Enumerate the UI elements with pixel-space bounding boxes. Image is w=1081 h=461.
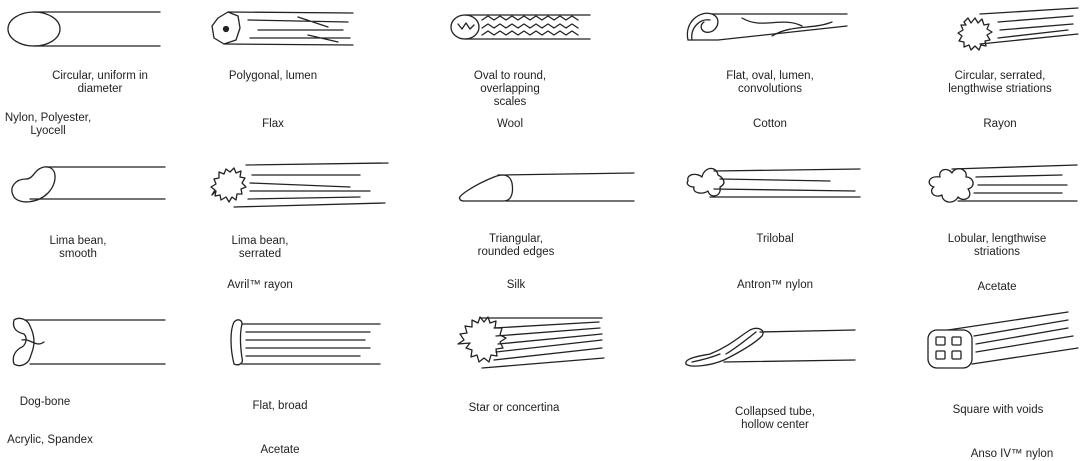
cell-oval: Oval to round, overlapping scales Wool xyxy=(440,0,620,150)
cell-polygonal: Polygonal, lumen Flax xyxy=(178,0,358,150)
description-label: Flat, oval, lumen, convolutions xyxy=(670,70,870,96)
fiber-name-label: Flax xyxy=(173,118,373,131)
fiber-name-label: Cotton xyxy=(670,118,870,131)
cell-star: Star or concertina xyxy=(454,308,634,458)
square-voids-icon xyxy=(918,308,1081,388)
description-label: Triangular, rounded edges xyxy=(416,233,616,259)
cell-lobular: Lobular, lengthwise striations Acetate xyxy=(912,155,1081,305)
description-label: Lima bean, serrated xyxy=(160,235,360,261)
description-label: Circular, uniform in diameter xyxy=(0,70,200,96)
cell-circular-serrated: Circular, serrated, lengthwise striation… xyxy=(918,0,1081,150)
fiber-name-label: Acetate xyxy=(892,281,1081,294)
fiber-name-label: Wool xyxy=(410,118,610,131)
flat-broad-icon xyxy=(220,308,400,378)
cell-dog-bone: Dog-bone Acrylic, Spandex xyxy=(0,308,180,458)
cell-lima-smooth: Lima bean, smooth xyxy=(0,155,180,305)
cell-square-voids: Square with voids Anso IV™ nylon xyxy=(918,308,1081,458)
cell-flat-oval: Flat, oval, lumen, convolutions Cotton xyxy=(682,0,862,150)
description-label: Collapsed tube, hollow center xyxy=(675,406,875,432)
description-label: Star or concertina xyxy=(414,402,614,415)
description-label: Polygonal, lumen xyxy=(173,70,373,83)
cell-circular: Circular, uniform in diameter Nylon, Pol… xyxy=(0,0,180,150)
description-label: Dog-bone xyxy=(0,396,145,409)
lobular-icon xyxy=(912,155,1081,225)
description-label: Flat, broad xyxy=(180,400,380,413)
cell-flat-broad: Flat, broad Acetate xyxy=(220,308,400,458)
fiber-name-label: Acrylic, Spandex xyxy=(0,434,150,447)
fiber-name-label: Acetate xyxy=(180,444,380,457)
description-label: Lima bean, smooth xyxy=(0,235,178,261)
cell-trilobal: Trilobal Antron™ nylon xyxy=(680,155,860,305)
star-concertina-icon xyxy=(454,308,634,388)
description-label: Square with voids xyxy=(888,404,1081,417)
triangular-icon xyxy=(454,155,654,215)
description-label: Oval to round, overlapping scales xyxy=(410,70,610,109)
cell-lima-serrated: Lima bean, serrated Avril™ rayon xyxy=(200,155,380,305)
fiber-name-label: Silk xyxy=(416,279,616,292)
collapsed-tube-icon xyxy=(680,308,880,378)
fiber-name-label: Antron™ nylon xyxy=(675,279,875,292)
serrated-circular-icon xyxy=(918,0,1081,60)
description-label: Circular, serrated, lengthwise striation… xyxy=(890,70,1081,96)
dog-bone-icon xyxy=(0,308,180,378)
cell-collapsed-tube: Collapsed tube, hollow center xyxy=(680,308,860,458)
fiber-name-label: Anso IV™ nylon xyxy=(902,448,1081,461)
description-label: Trilobal xyxy=(675,233,875,246)
fiber-name-label: Nylon, Polyester, Lyocell xyxy=(0,112,148,138)
scaled-oval-icon xyxy=(440,0,640,60)
fiber-name-label: Rayon xyxy=(890,118,1081,131)
circular-cross-section-icon xyxy=(0,0,180,60)
trilobal-icon xyxy=(680,155,880,215)
cell-triangular: Triangular, rounded edges Silk xyxy=(454,155,634,305)
fiber-name-label: Avril™ rayon xyxy=(160,279,360,292)
lima-bean-serrated-icon xyxy=(200,155,400,225)
convoluted-flat-icon xyxy=(682,0,882,60)
description-label: Lobular, lengthwise striations xyxy=(892,233,1081,259)
lima-bean-smooth-icon xyxy=(0,155,180,215)
polygonal-lumen-icon xyxy=(178,0,378,60)
